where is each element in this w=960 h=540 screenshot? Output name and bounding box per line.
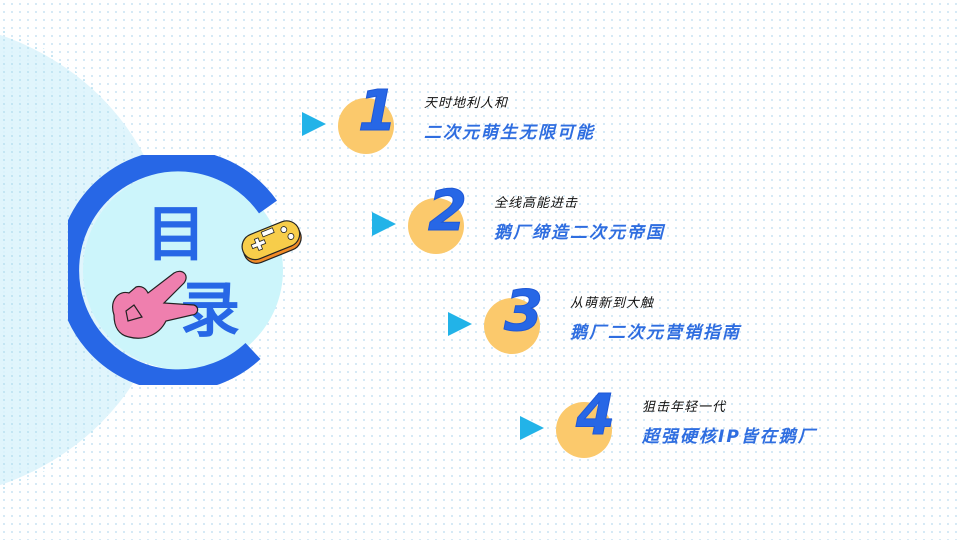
toc-item-number: 4 <box>576 383 616 448</box>
toc-item-title: 鹅厂缔造二次元帝国 <box>494 223 665 243</box>
toc-item-subtitle: 全线高能进击 <box>494 196 579 211</box>
orange-blob <box>484 298 540 354</box>
toc-item-subtitle: 狙击年轻一代 <box>642 400 727 415</box>
toc-item-number: 1 <box>358 79 398 144</box>
toc-item-subtitle: 从萌新到大触 <box>570 296 655 311</box>
toc-emblem: 目 录 <box>57 149 302 392</box>
toc-item-subtitle: 天时地利人和 <box>424 96 509 111</box>
play-arrow-icon <box>448 312 472 336</box>
orange-blob <box>408 198 464 254</box>
peace-hand-icon <box>112 270 199 339</box>
play-arrow-icon <box>520 416 544 440</box>
toc-item-title: 鹅厂二次元营销指南 <box>570 323 741 343</box>
orange-blob <box>556 402 612 458</box>
play-arrow-icon <box>302 112 326 136</box>
toc-item-number: 2 <box>428 179 468 244</box>
toc-item-4[interactable]: 4 狙击年轻一代 超强硬核IP皆在鹅厂 <box>518 387 848 466</box>
toc-title-char-1: 目 <box>146 200 206 270</box>
toc-item-2[interactable]: 2 全线高能进击 鹅厂缔造二次元帝国 <box>370 183 700 262</box>
play-arrow-icon <box>372 212 396 236</box>
toc-item-number: 3 <box>504 279 544 344</box>
toc-item-title: 超强硬核IP皆在鹅厂 <box>642 427 817 447</box>
toc-item-3[interactable]: 3 从萌新到大触 鹅厂二次元营销指南 <box>446 283 776 362</box>
toc-item-title: 二次元萌生无限可能 <box>424 123 595 143</box>
game-controller-icon <box>241 220 302 264</box>
toc-title: 目 录 <box>68 155 298 385</box>
toc-item-1[interactable]: 1 天时地利人和 二次元萌生无限可能 <box>300 83 630 162</box>
orange-blob <box>338 98 394 154</box>
